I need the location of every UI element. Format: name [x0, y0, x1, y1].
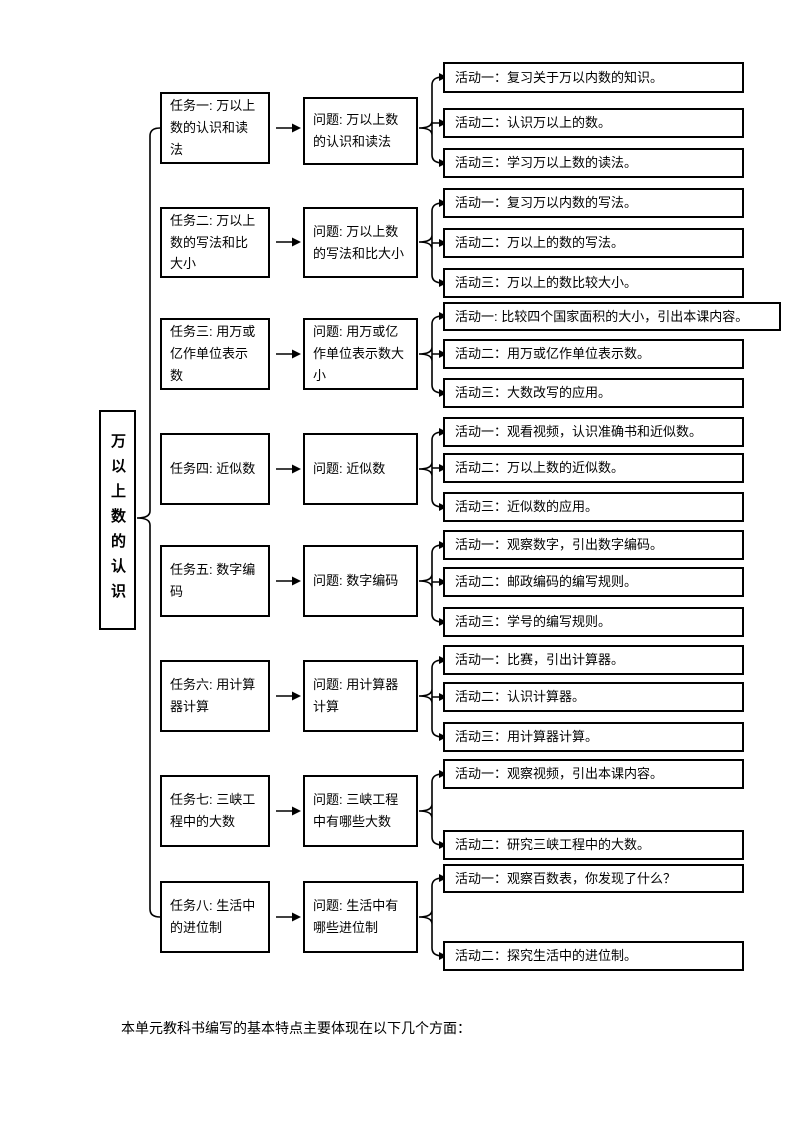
activity-box-6-3: 活动三：用计算器计算。: [443, 722, 744, 752]
activity-box-3-3: 活动三：大数改写的应用。: [443, 378, 744, 408]
activity-box-8-1: 活动一：观察百数表，你发现了什么？: [443, 864, 744, 893]
activity-label-4-1: 活动一：观看视频，认识准确书和近似数。: [455, 424, 703, 440]
question-box-6: 问题: 用计算器计算: [303, 660, 418, 732]
activity-label-6-2: 活动二：认识计算器。: [455, 689, 586, 705]
task-box-3: 任务三: 用万或亿作单位表示数: [160, 318, 270, 390]
activity-label-3-2: 活动二：用万或亿作单位表示数。: [455, 346, 651, 362]
activity-label-8-1: 活动一：观察百数表，你发现了什么？: [455, 870, 677, 886]
activity-label-1-1: 活动一：复习关于万以内数的知识。: [455, 69, 664, 85]
activity-box-1-1: 活动一：复习关于万以内数的知识。: [443, 62, 744, 93]
activity-label-5-2: 活动二：邮政编码的编写规则。: [455, 574, 638, 590]
activity-box-5-3: 活动三：学号的编写规则。: [443, 607, 744, 637]
task-box-2: 任务二: 万以上数的写法和比大小: [160, 207, 270, 278]
activity-box-7-2: 活动二：研究三峡工程中的大数。: [443, 830, 744, 860]
activity-label-4-3: 活动三：近似数的应用。: [455, 499, 599, 515]
activity-box-2-1: 活动一：复习万以内数的写法。: [443, 188, 744, 218]
question-label-3: 问题: 用万或亿作单位表示数大小: [313, 324, 405, 383]
activity-label-2-3: 活动三：万以上的数比较大小。: [455, 275, 638, 291]
activity-label-1-2: 活动二：认识万以上的数。: [455, 115, 612, 131]
activity-box-5-2: 活动二：邮政编码的编写规则。: [443, 567, 744, 597]
task-label-7: 任务七: 三峡工程中的大数: [170, 792, 256, 829]
brace-group-1: [418, 76, 444, 164]
footer-paragraph: 本单元教科书编写的基本特点主要体现在以下几个方面：: [121, 1020, 471, 1036]
activity-label-6-3: 活动三：用计算器计算。: [455, 729, 599, 745]
question-box-4: 问题: 近似数: [303, 433, 418, 505]
activity-label-8-2: 活动二：探究生活中的进位制。: [455, 948, 638, 964]
activity-label-2-2: 活动二：万以上的数的写法。: [455, 235, 625, 251]
activity-box-1-2: 活动二：认识万以上的数。: [443, 108, 744, 138]
activity-box-5-1: 活动一：观察数字，引出数字编码。: [443, 530, 744, 560]
brace-group-3: [418, 315, 444, 394]
activity-box-1-3: 活动三：学习万以上数的读法。: [443, 148, 744, 178]
task-box-8: 任务八: 生活中的进位制: [160, 881, 270, 953]
question-box-5: 问题: 数字编码: [303, 545, 418, 617]
activity-box-3-2: 活动二：用万或亿作单位表示数。: [443, 339, 744, 369]
activity-label-4-2: 活动二：万以上数的近似数。: [455, 460, 625, 476]
activity-box-4-2: 活动二：万以上数的近似数。: [443, 453, 744, 483]
activity-box-8-2: 活动二：探究生活中的进位制。: [443, 941, 744, 971]
brace-group-2: [418, 202, 444, 284]
task-question-arrow-shafts: [276, 127, 293, 918]
question-label-6: 问题: 用计算器计算: [313, 677, 399, 714]
brace-group-7: [418, 773, 444, 846]
activity-box-6-2: 活动二：认识计算器。: [443, 682, 744, 712]
question-box-8: 问题: 生活中有哪些进位制: [303, 881, 418, 953]
brace-group-5: [418, 544, 444, 623]
task-label-3: 任务三: 用万或亿作单位表示数: [170, 324, 256, 383]
question-label-1: 问题: 万以上数的认识和读法: [313, 112, 399, 149]
task-box-6: 任务六: 用计算器计算: [160, 660, 270, 732]
task-box-5: 任务五: 数字编码: [160, 545, 270, 617]
activity-label-3-1: 活动一: 比较四个国家面积的大小，引出本课内容。: [455, 308, 749, 324]
activity-label-7-2: 活动二：研究三峡工程中的大数。: [455, 837, 651, 853]
activity-box-4-1: 活动一：观看视频，认识准确书和近似数。: [443, 417, 744, 447]
root-node-label: 万以上数的认识: [109, 432, 126, 608]
task-label-1: 任务一: 万以上数的认识和读法: [170, 98, 256, 157]
task-label-2: 任务二: 万以上数的写法和比大小: [170, 212, 256, 272]
task-label-6: 任务六: 用计算器计算: [170, 677, 256, 714]
activity-label-6-1: 活动一：比赛，引出计算器。: [455, 652, 625, 668]
activity-box-6-1: 活动一：比赛，引出计算器。: [443, 645, 744, 675]
activity-label-3-3: 活动三：大数改写的应用。: [455, 385, 612, 401]
question-box-1: 问题: 万以上数的认识和读法: [303, 97, 418, 165]
question-label-5: 问题: 数字编码: [313, 573, 399, 589]
activity-box-2-3: 活动三：万以上的数比较大小。: [443, 268, 744, 298]
question-label-7: 问题: 三峡工程中有哪些大数: [313, 792, 399, 829]
activity-label-5-3: 活动三：学号的编写规则。: [455, 614, 612, 630]
activity-label-5-1: 活动一：观察数字，引出数字编码。: [455, 537, 664, 553]
activity-box-3-1: 活动一: 比较四个国家面积的大小，引出本课内容。: [443, 302, 781, 331]
task-box-7: 任务七: 三峡工程中的大数: [160, 775, 270, 847]
brace-group-6: [418, 659, 444, 738]
task-label-5: 任务五: 数字编码: [170, 562, 256, 599]
task-label-8: 任务八: 生活中的进位制: [170, 898, 256, 935]
question-label-4: 问题: 近似数: [313, 461, 386, 477]
trunk-brace: [136, 127, 161, 918]
question-box-3: 问题: 用万或亿作单位表示数大小: [303, 318, 418, 390]
task-question-arrowheads: [292, 123, 301, 922]
question-label-2: 问题: 万以上数的写法和比大小: [313, 223, 405, 261]
brace-group-8: [418, 877, 444, 957]
activity-label-7-1: 活动一：观察视频，引出本课内容。: [455, 766, 664, 782]
task-label-4: 任务四: 近似数: [170, 461, 256, 477]
task-box-4: 任务四: 近似数: [160, 433, 270, 505]
brace-group-4: [418, 431, 444, 508]
task-box-1: 任务一: 万以上数的认识和读法: [160, 92, 270, 164]
question-label-8: 问题: 生活中有哪些进位制: [313, 898, 399, 935]
activity-label-1-3: 活动三：学习万以上数的读法。: [455, 155, 638, 171]
activity-box-4-3: 活动三：近似数的应用。: [443, 492, 744, 522]
question-box-7: 问题: 三峡工程中有哪些大数: [303, 775, 418, 847]
activity-box-2-2: 活动二：万以上的数的写法。: [443, 228, 744, 258]
root-node: 万以上数的认识: [99, 410, 136, 630]
activity-label-2-1: 活动一：复习万以内数的写法。: [455, 195, 638, 211]
question-box-2: 问题: 万以上数的写法和比大小: [303, 207, 418, 278]
activity-box-7-1: 活动一：观察视频，引出本课内容。: [443, 759, 744, 789]
